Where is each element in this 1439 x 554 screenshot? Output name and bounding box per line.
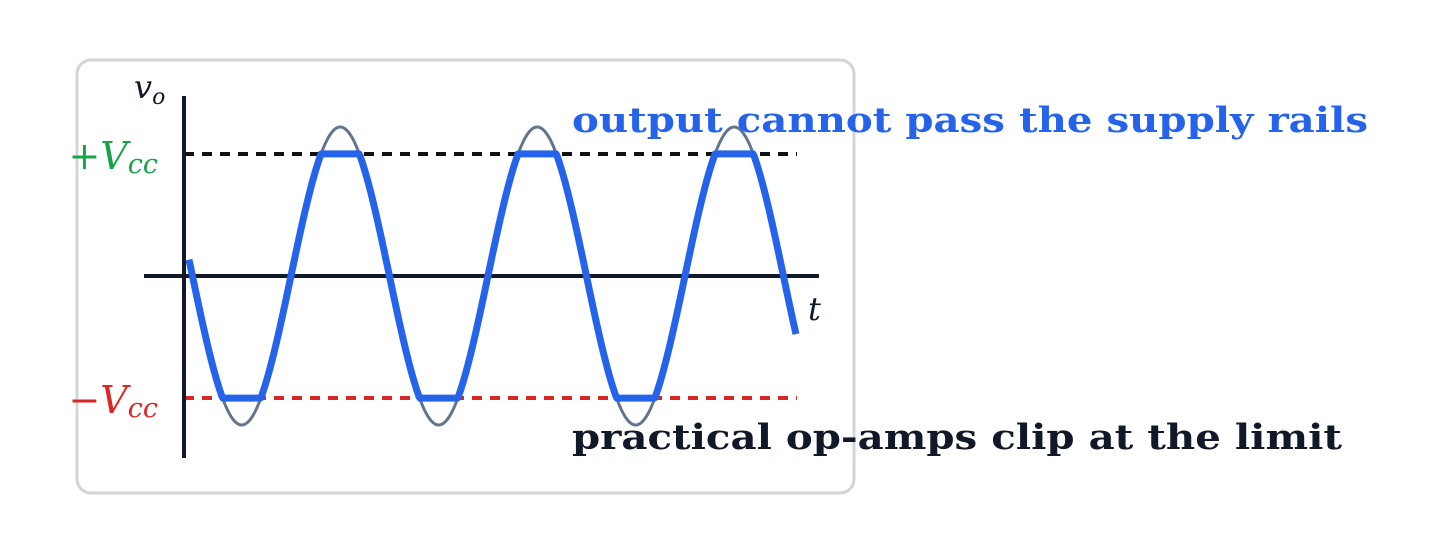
x-axis-label: t xyxy=(808,290,821,328)
bottom-caption: practical op-amps clip at the limit xyxy=(572,417,1342,458)
upper-rail-label-subscript: cc xyxy=(128,149,158,180)
clipped-output-wave xyxy=(185,150,800,402)
lower-rail-label-subscript: cc xyxy=(128,393,158,424)
lower-rail-label: −Vcc xyxy=(68,378,158,424)
upper-rail-label: +Vcc xyxy=(68,134,158,180)
top-caption: output cannot pass the supply rails xyxy=(572,100,1368,141)
diagram-frame xyxy=(75,58,856,495)
y-axis-label-subscript: o xyxy=(152,85,165,110)
y-axis-label: vo xyxy=(134,68,165,110)
